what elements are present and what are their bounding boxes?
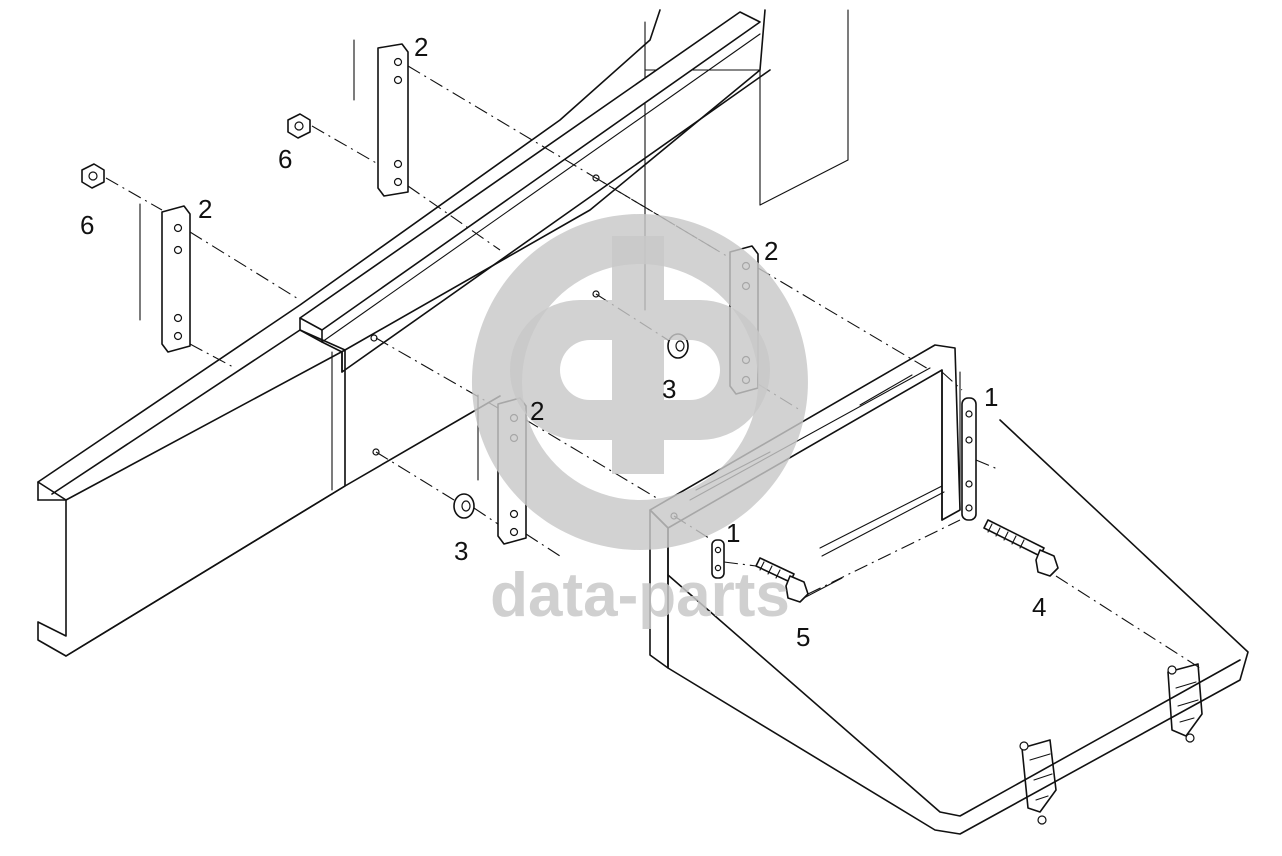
frame-rail (37, 9, 849, 657)
watermark: data-parts (471, 214, 808, 630)
callout-6: 6 (80, 210, 94, 240)
callout-2: 2 (414, 32, 428, 62)
bracket-2-top (353, 39, 409, 197)
bolt-4 (983, 519, 1059, 577)
callout-3: 3 (662, 374, 676, 404)
callout-2: 2 (764, 236, 778, 266)
callout-6: 6 (278, 144, 292, 174)
callout-1: 1 (726, 518, 740, 548)
callout-3: 3 (454, 536, 468, 566)
tray-latch-left (1019, 739, 1057, 825)
callout-5: 5 (796, 622, 810, 652)
callout-2: 2 (530, 396, 544, 426)
strap-1-short (711, 539, 725, 579)
watermark-text: data-parts (490, 561, 790, 630)
callouts: 2 6 6 2 2 3 2 1 3 1 4 5 (80, 32, 1046, 652)
cross-member (299, 11, 771, 373)
callout-1: 1 (984, 382, 998, 412)
watermark-logo (471, 214, 808, 550)
callout-2: 2 (198, 194, 212, 224)
bolt-5 (755, 557, 809, 603)
nut-6-top (287, 113, 311, 139)
callout-4: 4 (1032, 592, 1046, 622)
bracket-2-left (139, 203, 191, 353)
washer-3-lower (453, 493, 475, 519)
strap-1-long (961, 397, 977, 521)
tray-latch-right (1167, 663, 1203, 743)
nut-6-left (81, 163, 105, 189)
